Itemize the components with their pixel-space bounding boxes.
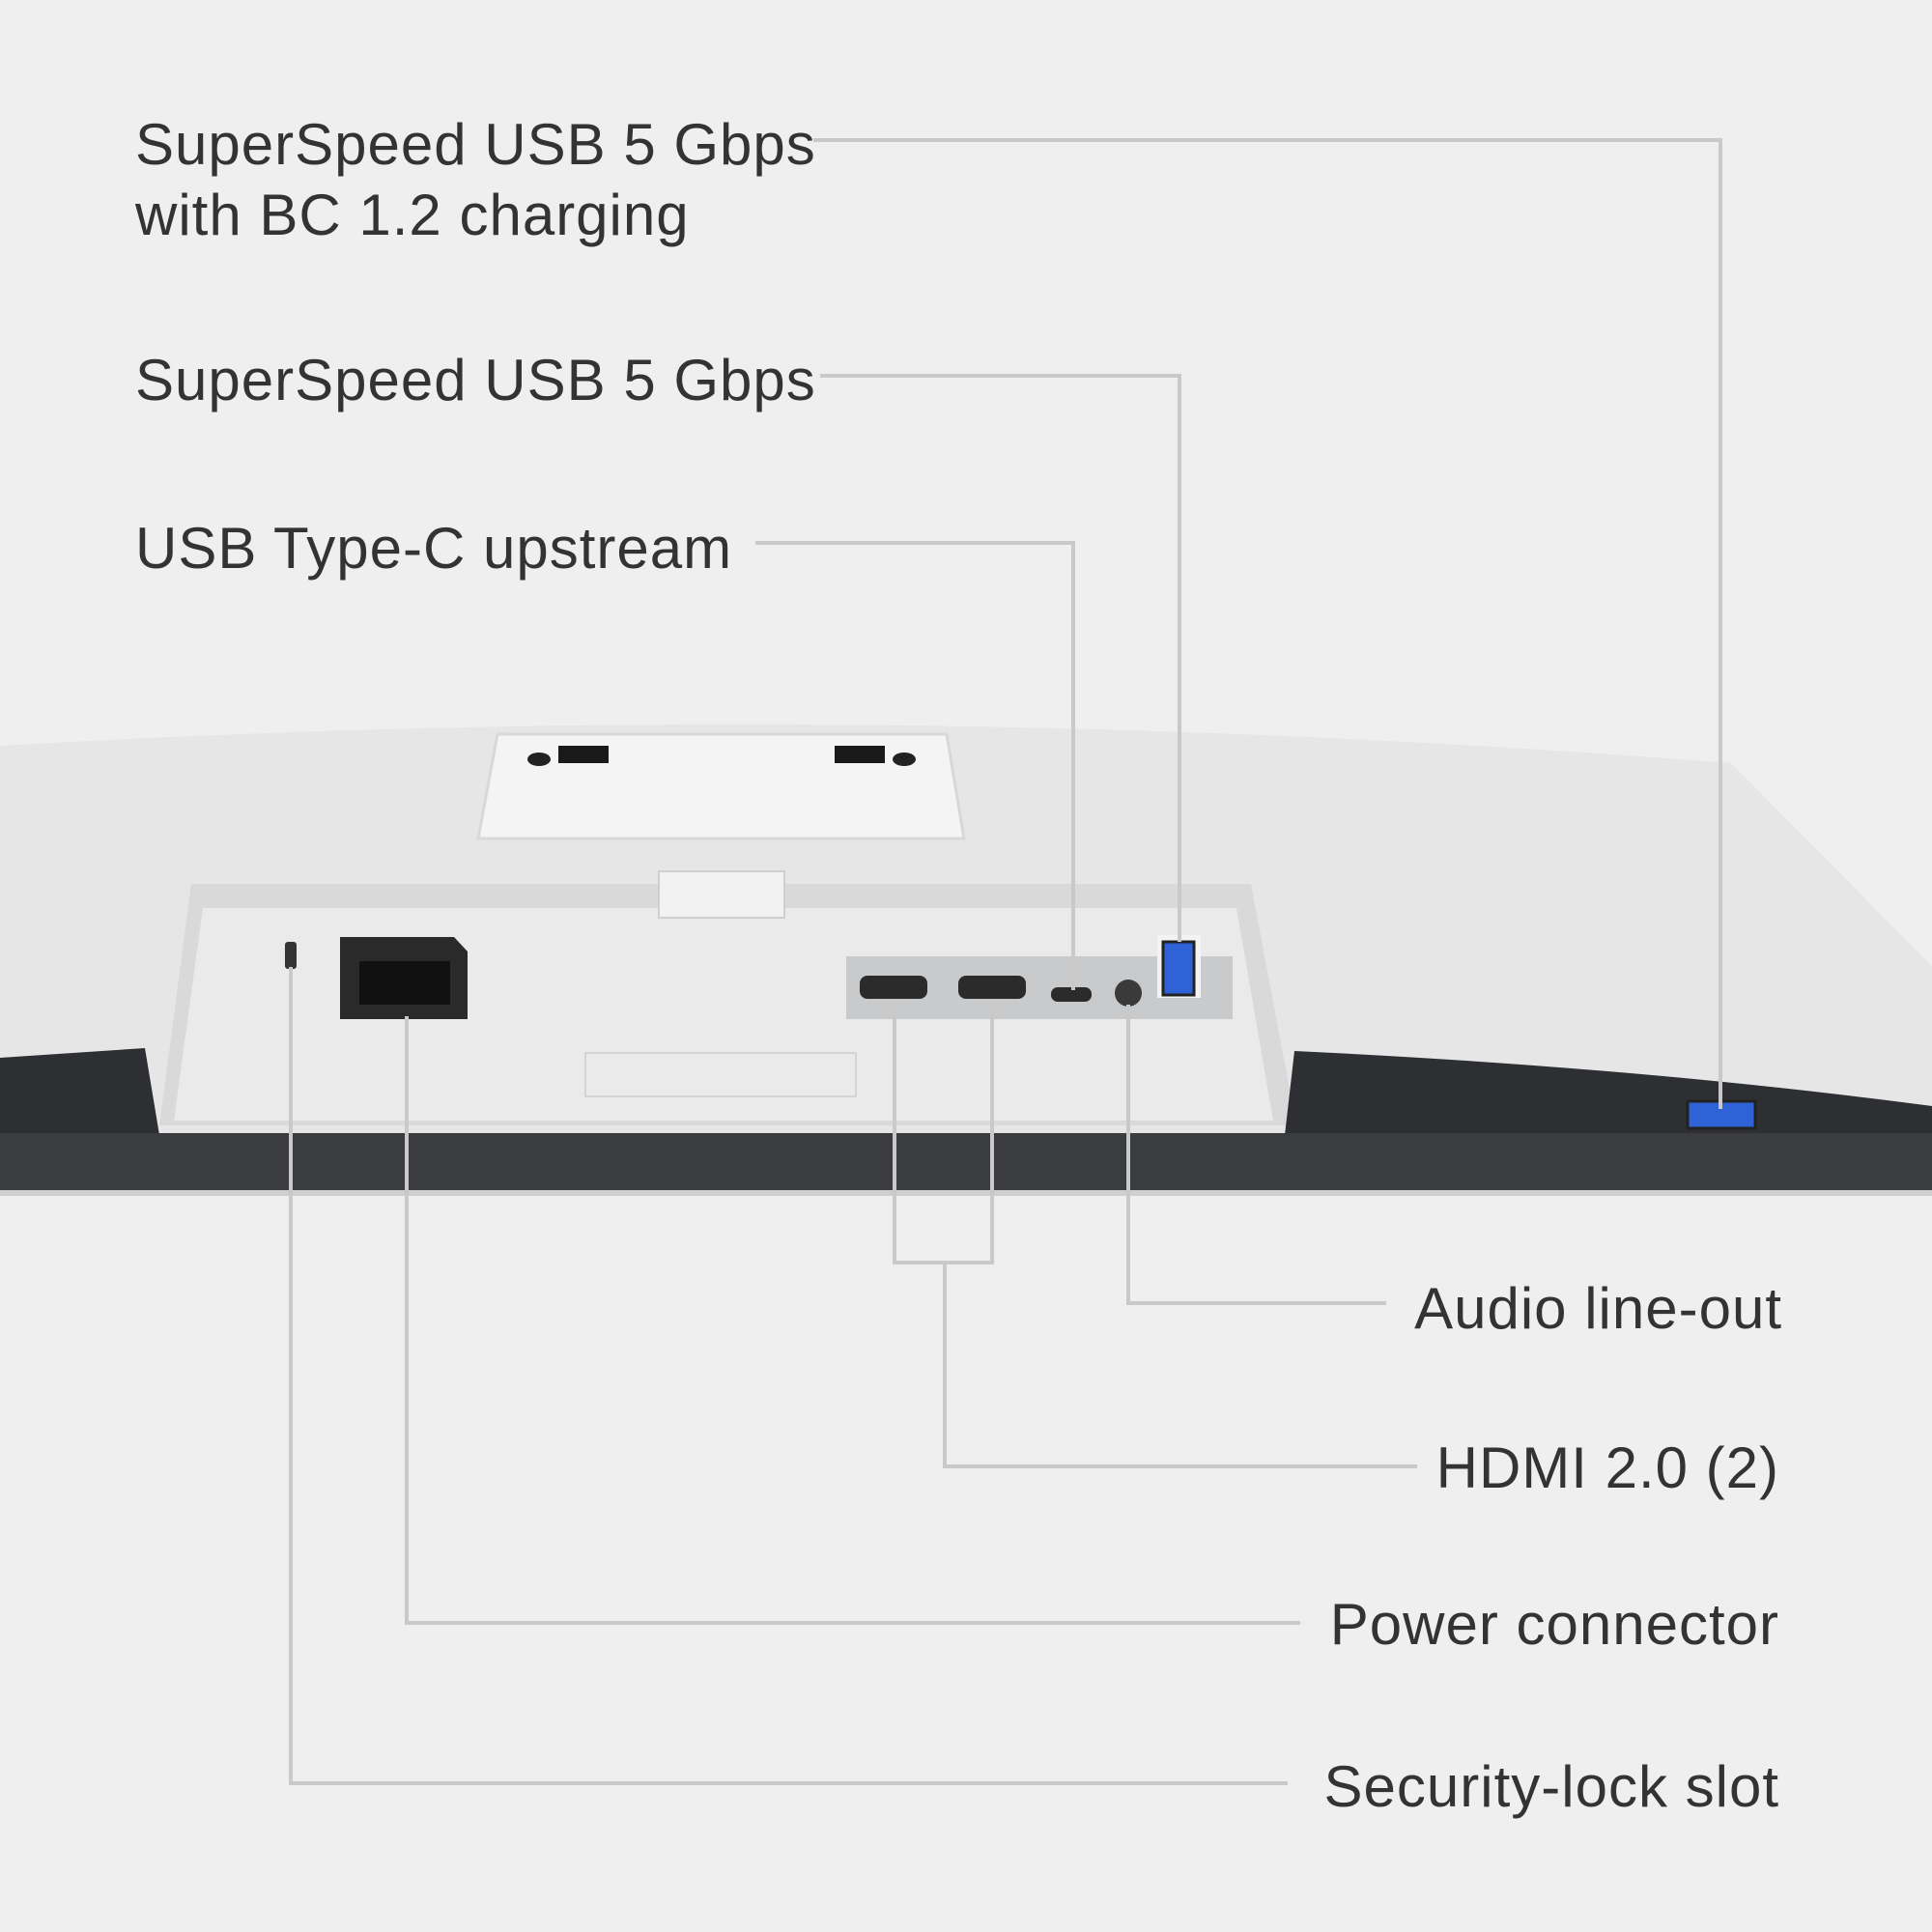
leader-security (289, 967, 1288, 1785)
leader-hdmi (943, 1263, 1417, 1468)
label-usb-c-upstream: USB Type-C upstream (135, 516, 732, 581)
hdmi-port-2 (958, 976, 1026, 999)
leader-usb-bc (813, 138, 1722, 1109)
label-power: Power connector (1330, 1592, 1779, 1657)
hdmi-port-1 (860, 976, 927, 999)
label-hdmi: HDMI 2.0 (2) (1436, 1435, 1779, 1500)
monitor-illustration (0, 724, 1932, 1196)
security-slot (285, 942, 297, 969)
label-security-lock: Security-lock slot (1324, 1754, 1779, 1819)
leader-power (405, 1016, 1300, 1625)
audio-jack (1115, 980, 1142, 1007)
leader-usb-c (755, 541, 1075, 990)
label-usb-bc-line2: with BC 1.2 charging (134, 183, 690, 247)
label-audio-out: Audio line-out (1414, 1276, 1782, 1341)
usb-a-port (1161, 940, 1196, 997)
label-usb-5gbps: SuperSpeed USB 5 Gbps (135, 348, 816, 412)
label-usb-bc-line1: SuperSpeed USB 5 Gbps (135, 112, 816, 177)
usb-c-port (1051, 987, 1092, 1002)
leader-audio (1126, 1005, 1386, 1305)
leader-usb-5gbps (820, 374, 1181, 942)
